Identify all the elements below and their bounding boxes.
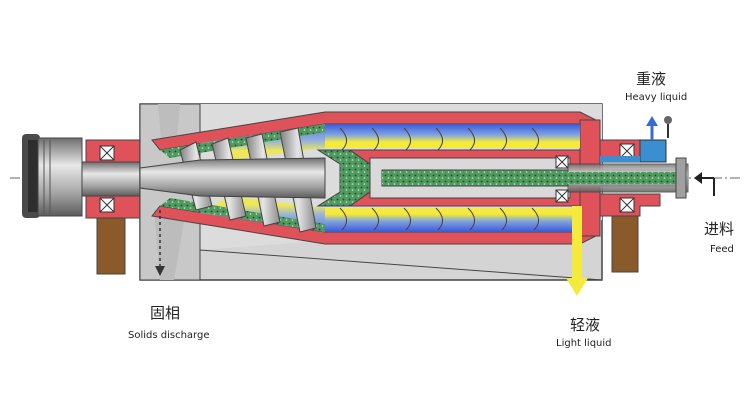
right-support-block (611, 215, 639, 273)
light-liquid-arrow (566, 206, 588, 296)
light-liquid-label-cn: 轻液 (570, 316, 601, 334)
solids-label-cn: 固相 (150, 304, 181, 322)
solids-label-en: Solids discharge (128, 330, 210, 341)
left-support-block (96, 217, 126, 275)
feed-label-en: Feed (710, 244, 734, 255)
heavy-liquid-label-en: Heavy liquid (625, 92, 688, 103)
liquid-pool-bottom (325, 208, 580, 232)
heavy-liquid-label-cn: 重液 (636, 70, 667, 88)
light-liquid-label-en: Light liquid (556, 338, 612, 349)
screw-hub (139, 157, 326, 199)
feed-arrow (694, 172, 715, 196)
heavy-liquid-outlet (600, 116, 672, 163)
solids-discharge-arrow (155, 210, 165, 276)
feed-label-cn: 进料 (704, 220, 735, 238)
drive-pulley (22, 134, 83, 218)
liquid-pool-top (325, 124, 580, 148)
feed-fitting (675, 157, 687, 199)
